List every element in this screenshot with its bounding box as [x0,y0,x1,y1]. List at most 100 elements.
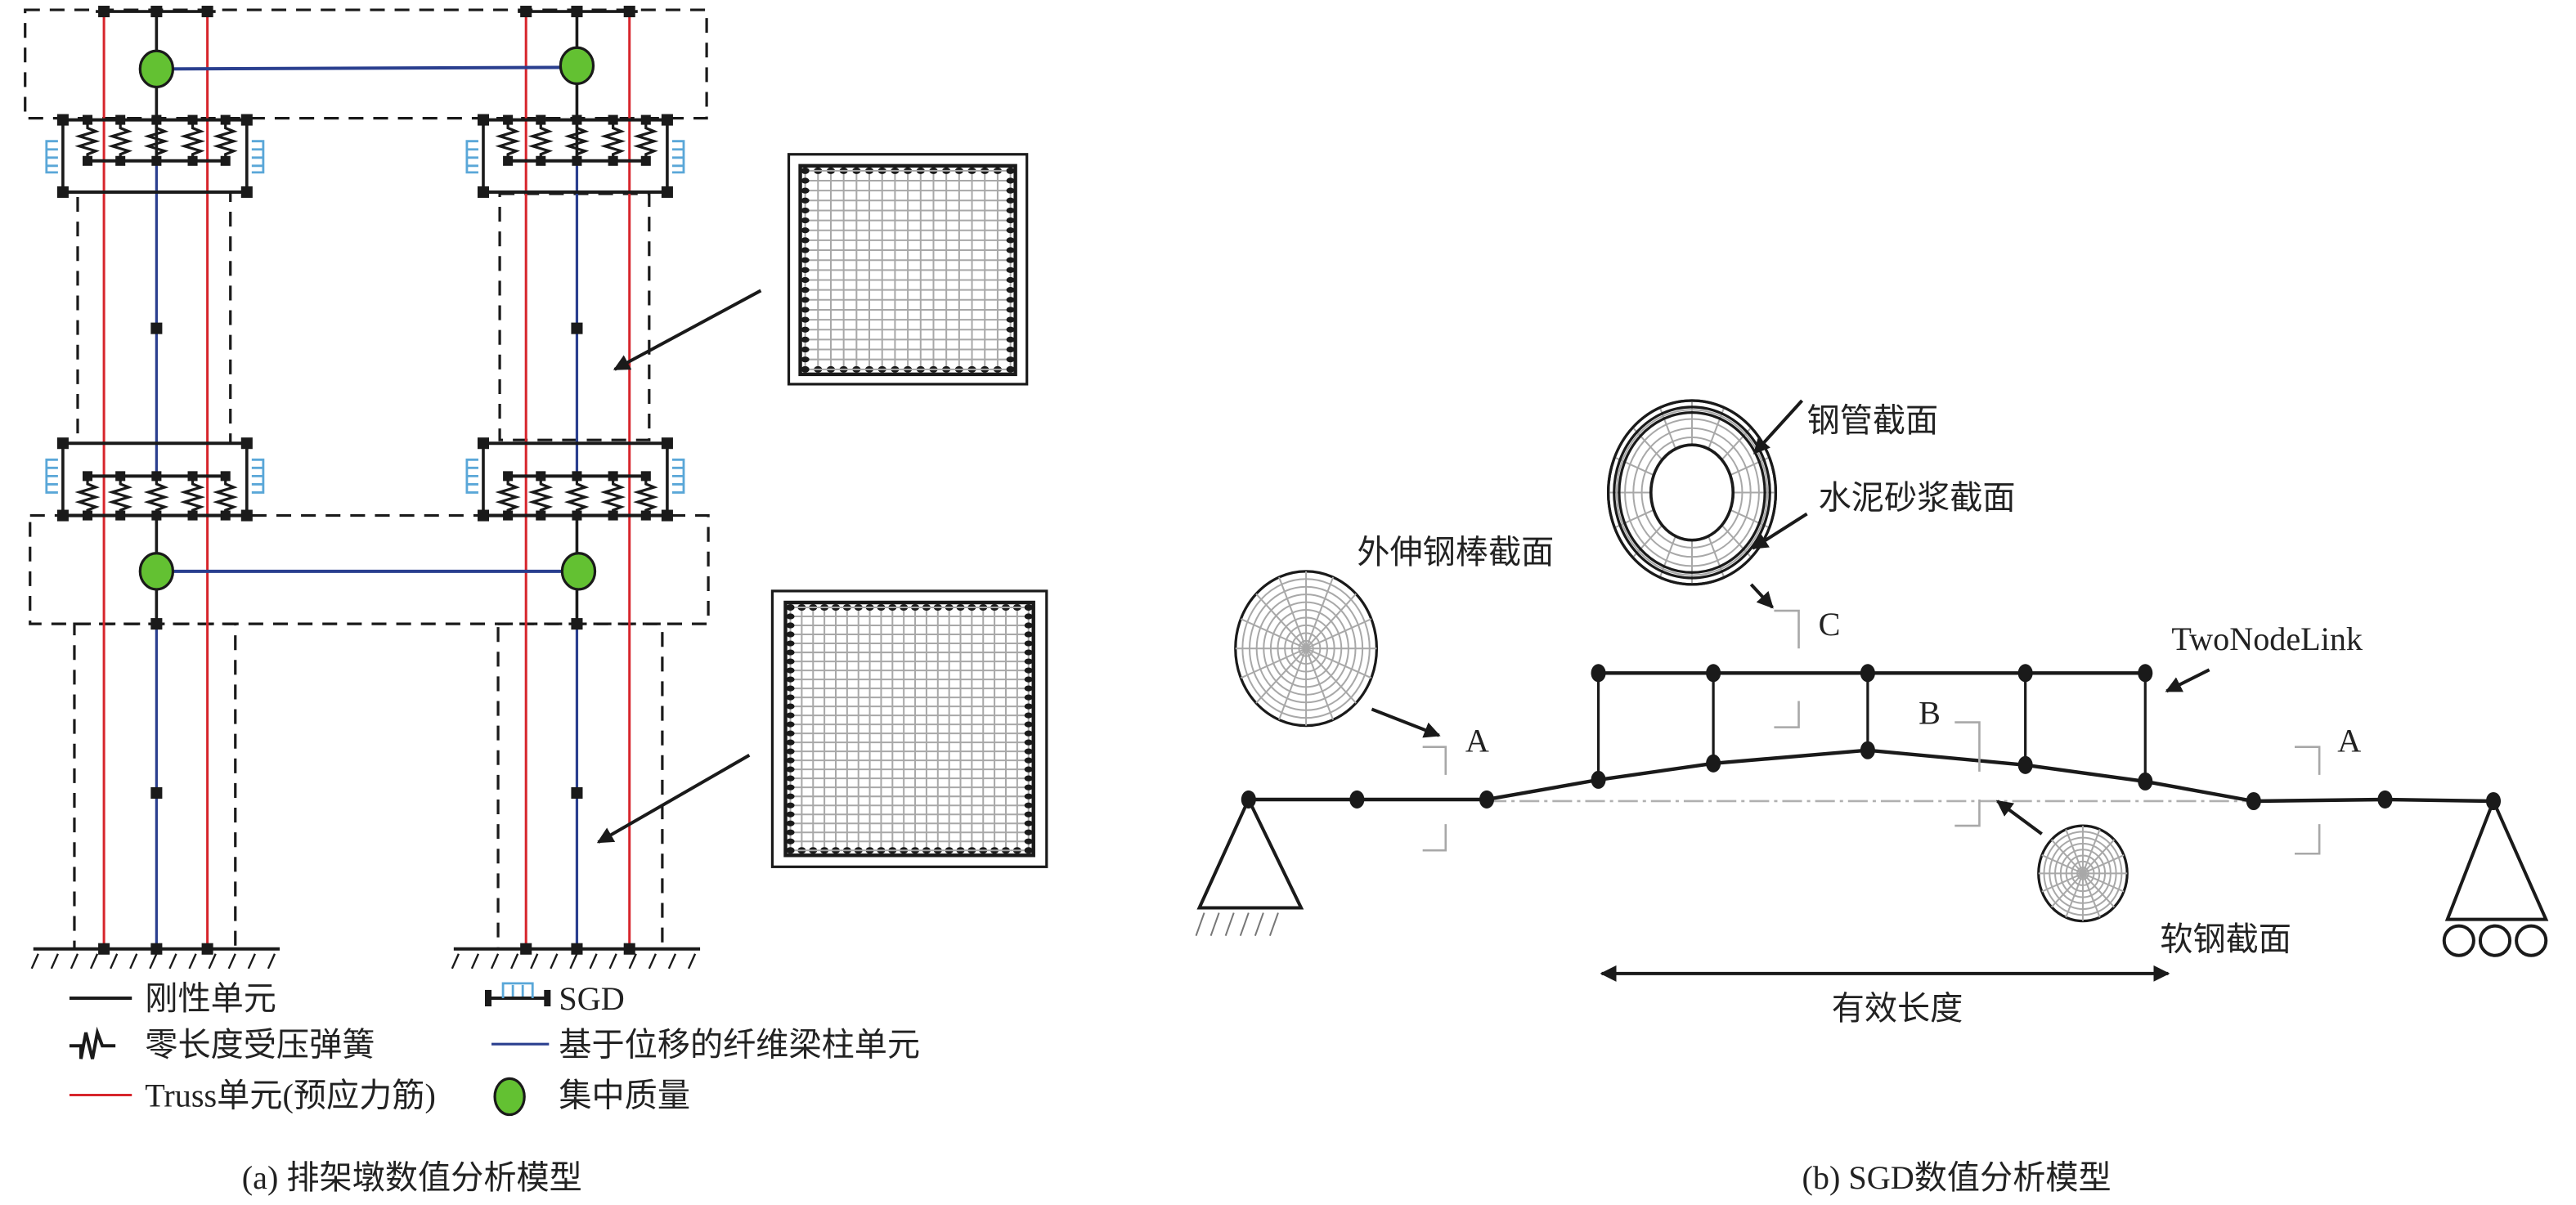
node [572,510,582,521]
node [1349,790,1365,809]
node [1006,197,1015,204]
ground-hatch [247,953,256,970]
sgd-icon [465,458,478,494]
fiber-spoke [2082,839,2116,875]
spring-icon [527,476,554,516]
fiber-spoke [1240,618,1307,650]
node [1006,257,1015,263]
fiber-spoke [2082,872,2125,893]
steel-tube-ring [1606,399,1778,586]
ground-hatch [50,953,59,970]
arrow-icon [1752,399,1804,455]
node [623,6,635,18]
node [801,247,810,253]
fiber-spoke [2065,829,2084,874]
node [1006,217,1015,224]
node [1860,664,1875,683]
node [1024,730,1033,737]
ground-hatch [149,953,158,970]
node [640,114,651,125]
node [801,207,810,214]
ground-hatch [227,953,236,970]
node [571,618,583,630]
fiber-beam-element [156,65,577,71]
panel-b-caption: (b) SGD数值分析模型 [1802,1159,2112,1196]
node [83,510,93,521]
extended-bar-section [1234,570,1379,728]
node [786,838,795,844]
spring-icon [107,476,133,516]
node [608,155,618,166]
spring-icon [213,476,239,516]
node [520,6,532,18]
node [187,155,198,166]
node [1024,703,1033,710]
node [1024,838,1033,844]
node [786,766,795,773]
ground-hatch [589,953,598,970]
legend-sgd-label: SGD [559,980,624,1017]
spring-icon [633,476,659,516]
node [240,114,253,126]
node [150,786,163,799]
node [2138,664,2153,683]
node [2017,755,2033,774]
node [1860,741,1875,759]
sgd-icon [45,458,58,494]
node [187,471,198,482]
node [220,155,231,166]
node [1006,267,1015,273]
node [1024,622,1033,629]
node [640,471,651,482]
ground-hatch [70,953,79,970]
cap-beam-region [24,8,708,120]
node [786,811,795,818]
roller-support-icon [2442,796,2549,957]
node [786,721,795,728]
node [151,155,162,166]
spring-icon [527,119,554,161]
node [536,471,546,482]
arrow-icon [596,754,751,844]
node [2246,791,2261,811]
fiber-spoke [1305,593,1357,649]
node [661,509,673,522]
sgd-icon [465,140,478,174]
beam-element [1712,748,1869,766]
node [801,346,810,353]
node [503,155,514,166]
node [801,287,810,293]
sgd-icon [45,140,58,174]
ground-hatch [188,953,197,970]
node [56,186,69,198]
node [1024,766,1033,773]
ground-hatch [510,953,519,970]
lumped-mass-icon [559,46,595,86]
node [2017,664,2033,683]
node [56,114,69,126]
node [1591,664,1606,683]
ground-hatch [267,953,276,970]
node [786,739,795,746]
spring-icon [563,119,590,161]
steel-tube-section-label: 钢管截面 [1807,402,1939,439]
ground-hatch [550,953,559,970]
node [1024,604,1033,611]
sgd-model: A C B A 钢管截面 水泥砂浆截面 外伸钢棒截面 TwoNodeLink 软… [1195,399,2549,1196]
node [115,471,126,482]
fiber-spoke [1255,593,1307,649]
node [1024,667,1033,674]
node [98,6,110,18]
node [786,622,795,629]
ground-hatch [208,953,217,970]
node [608,510,618,521]
node [1006,237,1015,244]
node [1479,790,1495,809]
node [240,437,253,450]
arrow-icon [1751,512,1808,550]
spring-icon [633,119,659,161]
node [1006,227,1015,234]
arrow-icon [613,289,762,371]
spring-icon [74,476,101,516]
node [536,155,546,166]
